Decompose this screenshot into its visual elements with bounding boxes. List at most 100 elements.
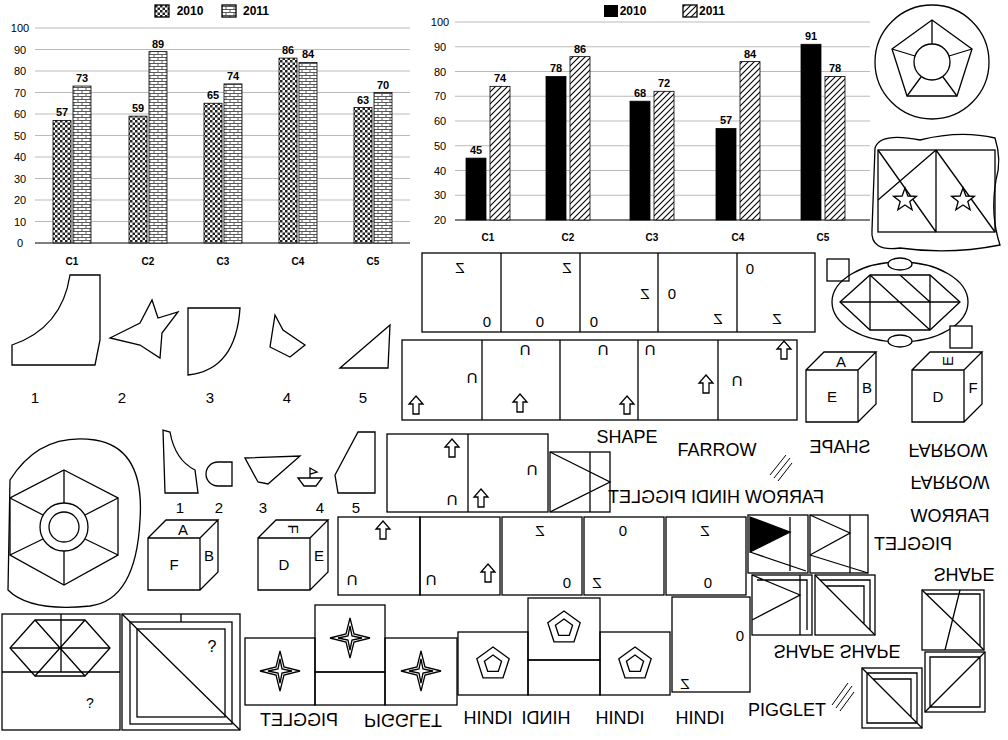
figure-label: 1 xyxy=(31,390,39,405)
cube-outlines xyxy=(806,352,876,422)
mirror-boxes xyxy=(338,517,420,595)
figure-label: B xyxy=(862,380,872,395)
bar xyxy=(129,116,147,243)
triangle-tiles xyxy=(750,517,806,571)
bar xyxy=(570,57,590,220)
figure-label: 0 xyxy=(563,575,571,590)
figure-label: 2 xyxy=(215,500,223,515)
axis-tick: 100 xyxy=(431,17,449,28)
category-label: C5 xyxy=(367,257,380,267)
star-cross xyxy=(245,638,315,705)
bar xyxy=(630,101,650,220)
figure-label: HINDI xyxy=(464,709,513,727)
figure-label: E xyxy=(314,548,324,563)
star-cross xyxy=(385,638,457,705)
axis-tick: 30 xyxy=(434,190,446,201)
mirror-boxes xyxy=(467,434,468,512)
bar xyxy=(73,86,91,243)
triangle-tiles xyxy=(862,668,922,728)
category-label: C4 xyxy=(732,233,745,243)
bar-value: 65 xyxy=(207,90,219,101)
pentagon-cross xyxy=(548,611,580,642)
axis-tick: 80 xyxy=(434,66,446,77)
grid-figures xyxy=(122,614,240,730)
figure-label: Z xyxy=(713,311,722,326)
figure-label: ? xyxy=(208,639,217,655)
axis-tick: 0 xyxy=(17,238,23,249)
axis-tick: 90 xyxy=(14,44,26,55)
triangle-tiles xyxy=(810,515,868,573)
legend-label: 2011 xyxy=(243,5,269,17)
figure-label: A xyxy=(178,522,188,537)
triangle-tiles xyxy=(815,575,875,635)
bar-value: 74 xyxy=(227,70,239,81)
figure-label: Z xyxy=(592,575,601,590)
grid-figures xyxy=(10,620,110,676)
bar-value: 89 xyxy=(152,38,164,49)
axis-tick: 40 xyxy=(434,165,446,176)
flag-figure xyxy=(872,134,1000,250)
star-cross xyxy=(401,651,441,691)
triangle-tiles xyxy=(752,575,812,635)
mirror-boxes xyxy=(777,341,791,359)
legend-label: 2010 xyxy=(177,5,204,17)
figure-label: 0 xyxy=(704,575,712,590)
gridline xyxy=(455,22,870,23)
bar-value: 84 xyxy=(302,49,314,60)
figure-label: 1 xyxy=(176,500,184,515)
grid-figures xyxy=(2,614,120,672)
bar-value: 59 xyxy=(132,103,144,114)
mirror-boxes xyxy=(502,517,582,595)
axis-tick: 70 xyxy=(14,87,26,98)
mirror-boxes xyxy=(699,375,713,393)
figure-label: U xyxy=(645,343,656,358)
figure-label: Z xyxy=(455,260,464,275)
star-cross xyxy=(315,605,385,672)
cut-shapes xyxy=(206,462,232,486)
cube-outlines xyxy=(148,352,982,590)
pentagon-cross xyxy=(458,598,670,695)
figure-label: F xyxy=(286,524,301,533)
mirror-boxes xyxy=(402,340,797,420)
figure-label: U xyxy=(598,343,609,358)
figure-label: FARROW xyxy=(678,441,757,459)
axis-tick: 40 xyxy=(14,152,26,163)
figure-label: SHAPE SHAPE xyxy=(773,642,900,660)
triangle-tiles xyxy=(748,515,808,573)
mirror-boxes xyxy=(445,439,459,457)
figure-label: 5 xyxy=(359,390,367,405)
axis-tick: 60 xyxy=(14,109,26,120)
bar xyxy=(466,158,486,220)
figure-label: 3 xyxy=(206,390,214,405)
legend-swatch xyxy=(604,5,618,17)
figure-label: F xyxy=(169,557,178,572)
figure-label: HINDI xyxy=(596,709,645,727)
bar-value: 72 xyxy=(658,78,670,89)
bar xyxy=(53,120,71,243)
figure-label: Z xyxy=(562,260,571,275)
axis-tick: 100 xyxy=(11,23,29,34)
category-label: C5 xyxy=(817,233,830,243)
bar-value: 74 xyxy=(494,73,506,84)
figure-label: 4 xyxy=(283,390,291,405)
figure-label: 0 xyxy=(736,628,744,643)
bar xyxy=(801,44,821,220)
grid-figures xyxy=(2,614,240,730)
axis-tick: 50 xyxy=(14,130,26,141)
figure-label: E xyxy=(940,356,955,366)
cube-outlines xyxy=(258,520,328,590)
bar-value: 91 xyxy=(805,31,817,42)
mirror-boxes xyxy=(376,521,390,539)
flag-figure xyxy=(878,150,995,232)
figure-label: U xyxy=(732,374,743,389)
cut-shapes xyxy=(335,432,375,493)
figure-label: PIGGLET xyxy=(260,711,338,729)
triangle-tiles xyxy=(925,652,985,712)
figure-label: PIGGLET xyxy=(364,711,442,729)
figure-label: U xyxy=(447,493,458,508)
bar-value: 70 xyxy=(377,79,389,90)
figure-label: 0 xyxy=(668,286,676,301)
category-label: C2 xyxy=(562,233,575,243)
grid-figures xyxy=(10,620,110,676)
hexagon-figure xyxy=(10,470,118,585)
